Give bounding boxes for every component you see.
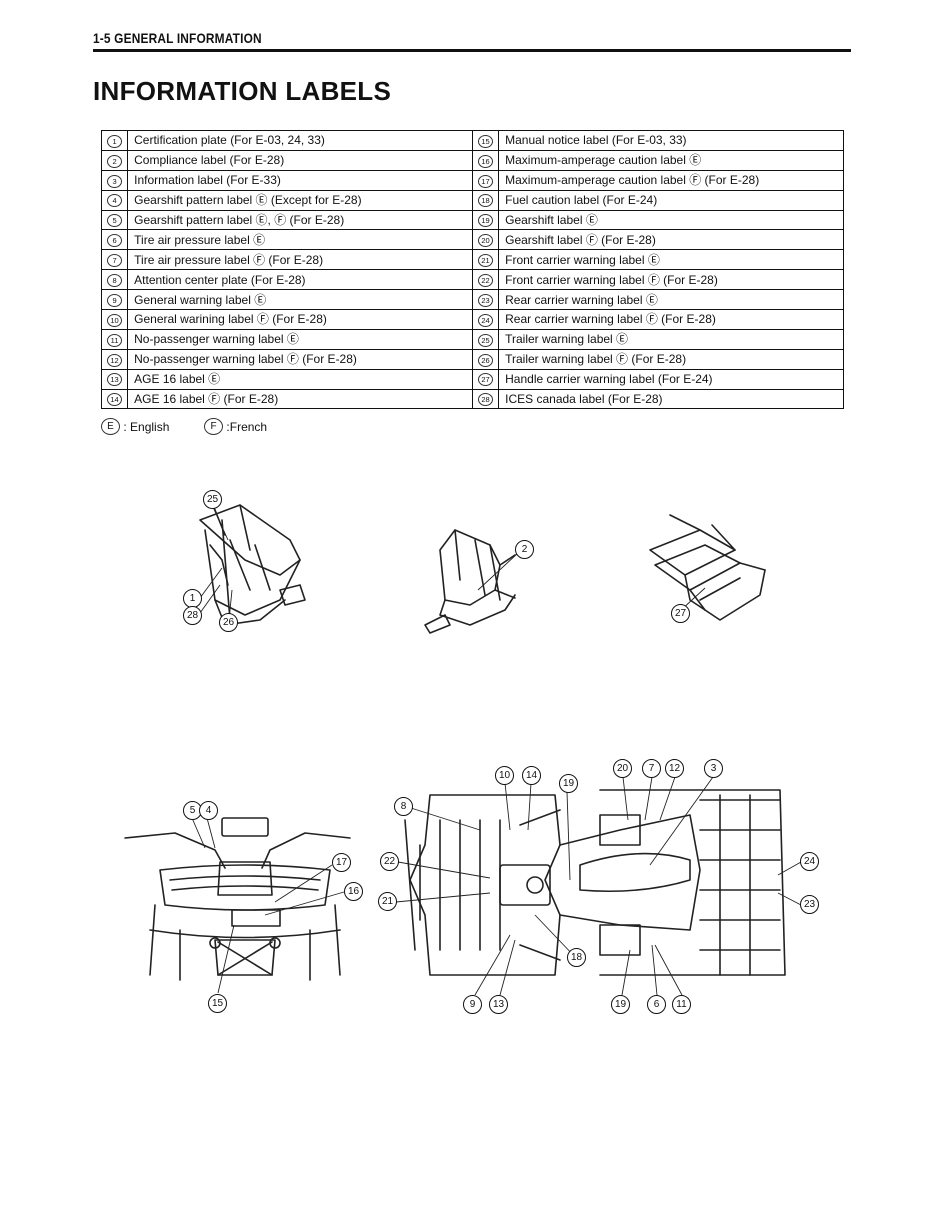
callout-18: 18 [567,948,586,967]
label-number: 9 [107,293,123,307]
callout-13: 13 [489,995,508,1014]
callout-16: 16 [344,882,363,901]
label-number: 24 [478,313,494,327]
label-description: AGE 16 label Ⓕ (For E-28) [127,388,473,410]
label-number: 11 [107,333,123,347]
label-description: Compliance label (For E-28) [127,149,473,171]
label-description: ICES canada label (For E-28) [498,388,844,410]
label-number: 8 [107,274,123,287]
table-row: 5 Gearshift pattern label Ⓔ, Ⓕ (For E-28)… [100,209,844,231]
label-description: Rear carrier warning label Ⓕ (For E-28) [498,309,844,330]
label-number: 18 [478,194,494,208]
callout-14: 14 [522,766,541,785]
label-description: Trailer warning label Ⓕ (For E-28) [498,348,844,370]
french-symbol: F [204,418,224,435]
labels-table: 1 Certification plate (For E-03, 24, 33) 1… [100,130,844,410]
label-number: 10 [107,313,123,327]
callout-7: 7 [642,759,661,778]
label-number: 16 [478,154,494,168]
label-number: 23 [478,293,494,307]
callout-26: 26 [219,613,238,632]
callout-4: 4 [199,801,218,820]
callout-19-bottom: 19 [611,995,630,1014]
label-number: 15 [478,134,494,148]
label-number: 4 [107,194,123,208]
atv-front-view [124,817,351,981]
callout-17: 17 [332,853,351,872]
callout-6: 6 [647,995,666,1014]
callout-10: 10 [495,766,514,785]
label-description: Front carrier warning label Ⓕ (For E-28) [498,269,844,291]
label-number: 1 [107,134,123,148]
callout-21: 21 [378,892,397,911]
table-row: 4 Gearshift pattern label Ⓔ (Except for E… [100,189,844,211]
label-number: 6 [107,234,123,248]
page-title: INFORMATION LABELS [93,76,392,106]
label-number: 21 [478,254,494,268]
callout-11: 11 [672,995,691,1014]
frame-diagram-middle [424,529,516,634]
table-row: 10 General warining label Ⓕ (For E-28) 24 R… [100,309,844,330]
french-text: :French [226,419,268,434]
atv-top-view [404,789,786,976]
table-row: 14 AGE 16 label Ⓕ (For E-28) 28 ICES canada… [100,388,844,410]
handle-carrier-diagram [649,514,766,621]
callout-23: 23 [800,895,819,914]
callout-2: 2 [515,540,534,559]
table-row: 2 Compliance label (For E-28) 16 Maximum-am… [100,149,844,171]
callout-28: 28 [183,606,202,625]
english-text: : English [123,419,170,434]
callout-22: 22 [380,852,399,871]
label-number: 3 [107,174,123,188]
callout-19-top: 19 [559,774,578,793]
label-number: 14 [107,393,123,407]
callout-24: 24 [800,852,819,871]
label-number: 12 [107,353,123,367]
label-number: 5 [107,214,123,228]
label-description: Handle carrier warning label (For E-24) [498,368,844,390]
callout-27: 27 [671,604,690,623]
table-row: 1 Certification plate (For E-03, 24, 33) 1… [100,130,844,151]
label-number: 27 [478,373,494,387]
label-number: 28 [478,393,494,407]
label-number: 19 [478,214,494,228]
callout-15: 15 [208,994,227,1013]
label-description: General warining label Ⓕ (For E-28) [127,309,473,330]
label-description: Certification plate (For E-03, 24, 33) [127,130,473,151]
callout-8: 8 [394,797,413,816]
label-description: Fuel caution label (For E-24) [498,189,844,211]
label-description: Gearshift pattern label Ⓔ (Except for E-… [127,189,473,211]
label-number: 17 [478,174,494,188]
callout-25: 25 [203,490,222,509]
label-number: 7 [107,254,123,268]
callout-20: 20 [613,759,632,778]
language-legend: E : English F :French [101,418,267,435]
callout-9: 9 [463,995,482,1014]
frame-diagram-left [199,504,306,626]
label-number: 26 [478,353,494,367]
header-rule [93,49,851,52]
label-number: 25 [478,333,494,347]
label-number: 2 [107,154,123,168]
english-symbol: E [101,418,120,435]
section-header: 1-5 GENERAL INFORMATION [93,30,262,46]
label-description: Tire air pressure label Ⓔ [127,229,473,251]
callout-3: 3 [704,759,723,778]
label-description: Gearshift pattern label Ⓔ, Ⓕ (For E-28) [127,209,473,231]
label-number: 20 [478,234,494,248]
label-number: 13 [107,373,123,387]
label-number: 22 [478,274,494,287]
label-description: Maximum-amperage caution label Ⓔ [498,149,844,171]
label-description: Maximum-amperage caution label Ⓕ (For E-… [498,169,844,191]
callout-12: 12 [665,759,684,778]
